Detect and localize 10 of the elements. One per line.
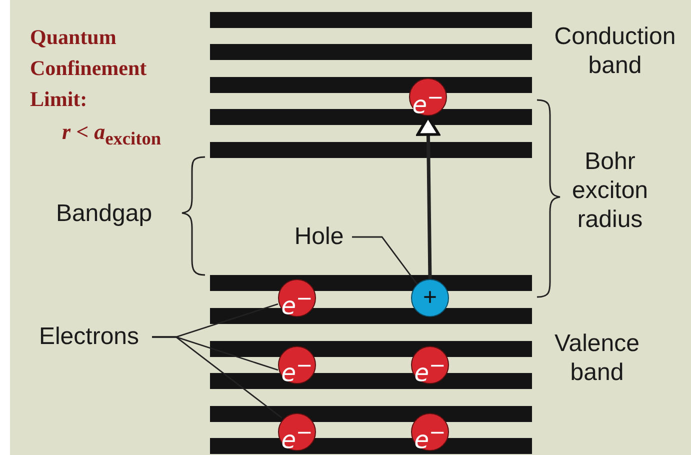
radius-label: Bohr exciton radius (570, 147, 650, 234)
leader-line (152, 336, 282, 419)
bandgap-label: Bandgap (54, 199, 154, 228)
leader-line (352, 236, 418, 284)
electrons-label: Electrons (26, 322, 152, 351)
title-text: Quantum Confinement Limit: (30, 24, 148, 113)
formula-text: r < a$_{exciton}$ (62, 118, 162, 150)
band-label: Conduction band (553, 22, 677, 80)
band-label: Valence band (554, 329, 640, 387)
hole-label: Hole (288, 222, 350, 251)
